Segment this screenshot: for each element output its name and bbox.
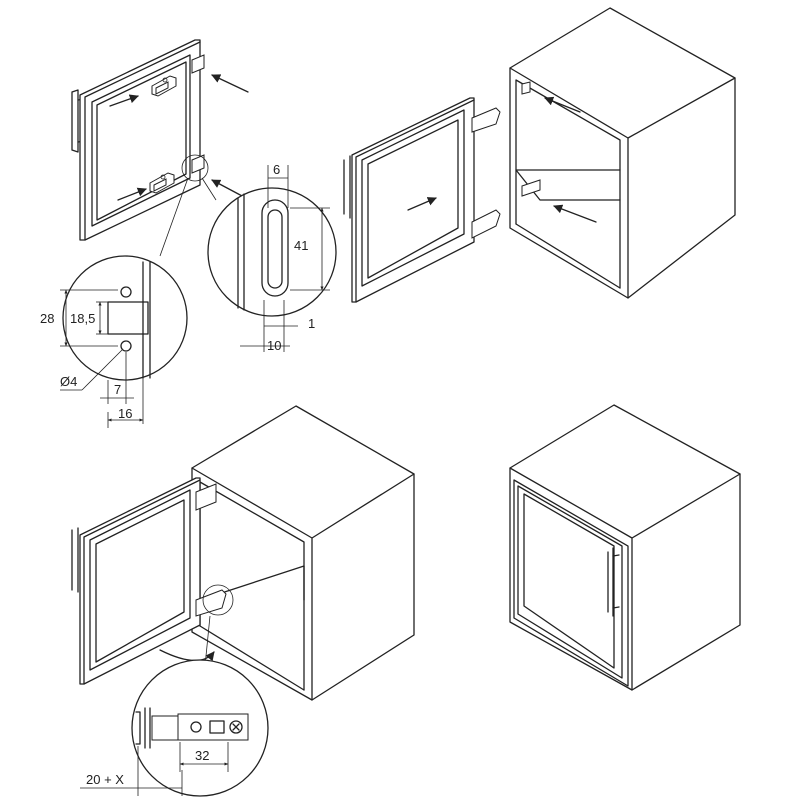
- detail-plate-spacing: 32 20 + X: [80, 659, 269, 797]
- dim-gap-formula: 20 + X: [86, 772, 124, 787]
- dim-hole-offset: 7: [114, 382, 121, 397]
- dim-slot-offset: 1: [308, 316, 315, 331]
- step-3-open-cabinet: [71, 405, 415, 701]
- dim-slot-height: 41: [294, 238, 308, 253]
- step-1-door-with-hinges: [71, 39, 249, 257]
- dim-hinge-inner: 18,5: [70, 311, 95, 326]
- hinge-top: [151, 54, 205, 97]
- dim-hole-diameter: Ø4: [60, 374, 77, 389]
- dim-plate-spacing: 32: [195, 748, 209, 763]
- hinge-bottom: [149, 154, 205, 194]
- step-4-closed-cabinet: [509, 404, 741, 691]
- dim-hinge-depth: 16: [118, 406, 132, 421]
- dim-hinge-outer: 28: [40, 311, 54, 326]
- dim-slot-base: 10: [267, 338, 281, 353]
- detail-hinge-holes: 28 18,5 Ø4 7 16: [40, 255, 188, 428]
- detail-slot-view: 6 41 10 1: [207, 162, 337, 353]
- dim-slot-width: 6: [273, 162, 280, 177]
- step-2-attach-door: [343, 7, 736, 303]
